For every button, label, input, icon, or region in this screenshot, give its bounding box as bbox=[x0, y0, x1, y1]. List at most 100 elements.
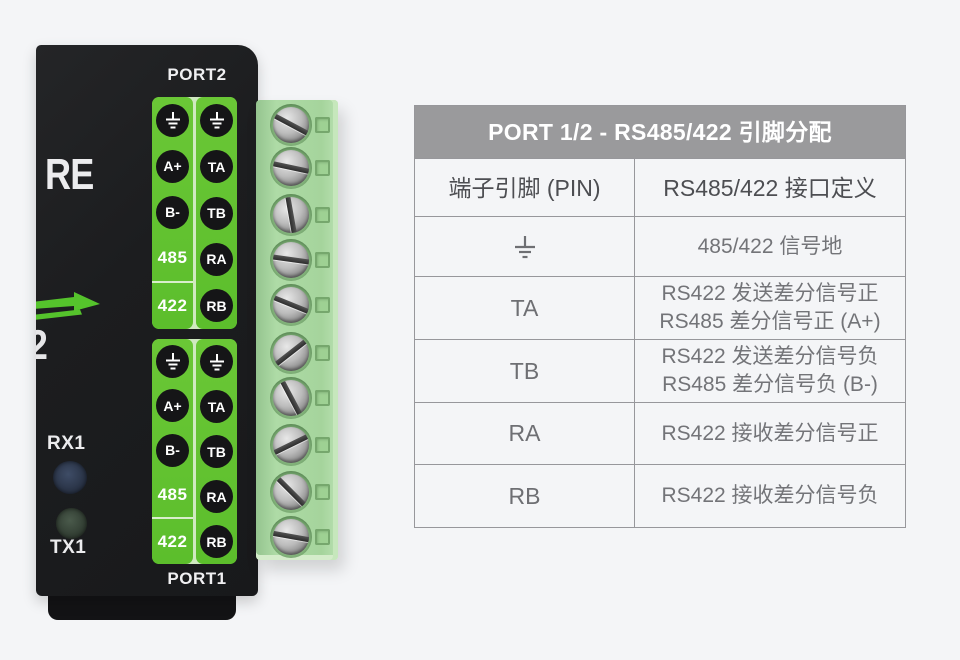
earth-ground-icon bbox=[200, 345, 233, 378]
terminal-screw bbox=[270, 104, 312, 146]
definition-cell: RS422 接收差分信号正 bbox=[635, 403, 905, 464]
pin-cell: RB bbox=[196, 519, 237, 564]
port2-pin-panel: A+ B- 485 422 TA TB RA RB bbox=[152, 97, 237, 329]
terminal-block bbox=[256, 100, 338, 560]
port1-left-column: A+ B- 485 422 bbox=[152, 339, 193, 564]
rx1-led-label: RX1 bbox=[47, 433, 86, 454]
pin-cell: RA bbox=[196, 474, 237, 519]
pin-badge: TA bbox=[200, 390, 233, 423]
definition-cell: RS422 发送差分信号负 RS485 差分信号负 (B-) bbox=[635, 340, 905, 402]
pin-cell: TA bbox=[196, 384, 237, 429]
pin-cell: A+ bbox=[152, 143, 193, 189]
pin-cell: 422 bbox=[152, 517, 193, 564]
pin-badge: A+ bbox=[156, 149, 189, 183]
pin-cell: TB bbox=[196, 429, 237, 474]
definition-line: RS422 发送差分信号正 bbox=[661, 282, 879, 305]
rx1-led-indicator bbox=[53, 461, 87, 494]
wire-entry-hole bbox=[315, 117, 330, 133]
terminal-screw bbox=[270, 471, 312, 513]
pin-cell: TA bbox=[196, 143, 237, 189]
tx1-led-label: TX1 bbox=[50, 537, 87, 558]
definition-line: RS422 发送差分信号负 bbox=[661, 345, 879, 368]
device-body: RE 2 RX1 TX1 PORT2 PORT1 A+ B- 485 422 bbox=[36, 45, 258, 596]
column-header-definition: RS485/422 接口定义 bbox=[663, 174, 877, 201]
definition-line: 485/422 信号地 bbox=[697, 234, 843, 258]
definition-line: RS485 差分信号正 (A+) bbox=[659, 310, 881, 333]
pin-cell: RA bbox=[196, 236, 237, 282]
pin-badge: B- bbox=[156, 433, 189, 467]
pin-badge: RB bbox=[200, 525, 233, 558]
pin-badge: RA bbox=[200, 480, 233, 513]
terminal-screw bbox=[270, 284, 312, 326]
port1-label: PORT1 bbox=[167, 569, 227, 588]
definition-cell: RS422 发送差分信号正 RS485 差分信号正 (A+) bbox=[635, 277, 905, 339]
pin-cell: B- bbox=[152, 189, 193, 235]
mode-485-label: 485 bbox=[157, 485, 188, 505]
earth-ground-icon bbox=[200, 103, 233, 137]
wire-entry-hole bbox=[315, 252, 330, 268]
table-row-rb: RB RS422 接收差分信号负 bbox=[415, 464, 905, 527]
definition-line: RS422 接收差分信号正 bbox=[661, 421, 879, 445]
pin-badge: RB bbox=[200, 289, 233, 323]
pin-cell: 485 bbox=[152, 235, 193, 281]
device-photo: RE 2 RX1 TX1 PORT2 PORT1 A+ B- 485 422 bbox=[0, 0, 400, 660]
pin-badge: TA bbox=[200, 150, 233, 184]
definition-cell: 485/422 信号地 bbox=[635, 217, 905, 276]
mode-422-label: 422 bbox=[157, 296, 188, 315]
pin-badge: RA bbox=[200, 242, 233, 276]
pin-cell: TB bbox=[415, 340, 635, 402]
wire-entry-hole bbox=[315, 160, 330, 176]
table-row-ta: TA RS422 发送差分信号正 RS485 差分信号正 (A+) bbox=[415, 276, 905, 339]
terminal-screw bbox=[270, 377, 312, 419]
model-text-fragment: 2 bbox=[36, 321, 48, 369]
pin-cell bbox=[196, 339, 237, 384]
terminal-screw bbox=[270, 147, 312, 189]
pin-badge: TB bbox=[200, 196, 233, 230]
pin-cell: TA bbox=[415, 277, 635, 339]
pin-cell: RB bbox=[196, 283, 237, 329]
terminal-screw bbox=[270, 239, 312, 281]
pin-badge: TB bbox=[200, 435, 233, 468]
wire-entry-hole bbox=[315, 345, 330, 361]
definition-line: RS422 接收差分信号负 bbox=[661, 484, 879, 507]
earth-ground-icon bbox=[415, 217, 635, 276]
mode-422-label: 422 bbox=[157, 531, 188, 551]
pin-cell bbox=[196, 97, 237, 143]
pin-cell: 422 bbox=[152, 281, 193, 329]
pin-cell bbox=[152, 97, 193, 143]
wire-entry-hole bbox=[315, 484, 330, 500]
pin-cell: 485 bbox=[152, 473, 193, 518]
table-row-ra: RA RS422 接收差分信号正 bbox=[415, 402, 905, 464]
earth-ground-icon bbox=[156, 344, 189, 378]
pin-cell: A+ bbox=[152, 384, 193, 429]
table-title: PORT 1/2 - RS485/422 引脚分配 bbox=[415, 106, 905, 158]
pin-cell: TB bbox=[196, 190, 237, 236]
pin-badge: A+ bbox=[156, 389, 189, 423]
table-row-ground: 485/422 信号地 bbox=[415, 216, 905, 276]
wire-entry-hole bbox=[315, 297, 330, 313]
terminal-screw bbox=[270, 516, 312, 558]
port2-right-column: TA TB RA RB bbox=[196, 97, 237, 329]
pin-cell: RA bbox=[415, 403, 635, 464]
wire-entry-hole bbox=[315, 529, 330, 545]
port2-label: PORT2 bbox=[167, 65, 227, 84]
terminal-screw bbox=[270, 194, 312, 236]
port2-left-column: A+ B- 485 422 bbox=[152, 97, 193, 329]
port1-pin-panel: A+ B- 485 422 TA TB RA RB bbox=[152, 339, 237, 564]
terminal-screw bbox=[270, 424, 312, 466]
double-arrow-logo-icon bbox=[36, 292, 100, 320]
mode-485-label: 485 bbox=[157, 248, 188, 267]
definition-line: RS485 差分信号负 (B-) bbox=[662, 373, 878, 396]
pin-assignment-table: PORT 1/2 - RS485/422 引脚分配 端子引脚 (PIN) RS4… bbox=[414, 105, 906, 528]
terminal-screw bbox=[270, 332, 312, 374]
port1-right-column: TA TB RA RB bbox=[196, 339, 237, 564]
wire-entry-hole bbox=[315, 437, 330, 453]
pin-cell bbox=[152, 339, 193, 384]
wire-entry-hole bbox=[315, 390, 330, 406]
tx1-led-indicator bbox=[56, 508, 87, 539]
wire-entry-hole bbox=[315, 207, 330, 223]
definition-cell: RS422 接收差分信号负 bbox=[635, 465, 905, 527]
table-column-header-row: 端子引脚 (PIN) RS485/422 接口定义 bbox=[415, 158, 905, 216]
table-row-tb: TB RS422 发送差分信号负 RS485 差分信号负 (B-) bbox=[415, 339, 905, 402]
column-header-pin: 端子引脚 (PIN) bbox=[415, 159, 635, 216]
